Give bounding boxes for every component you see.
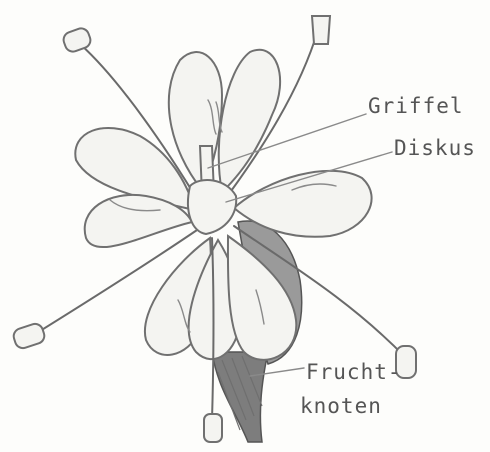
disk bbox=[188, 180, 236, 234]
label-diskus: Diskus bbox=[394, 138, 476, 159]
label-fruchtknoten-line1: Frucht- bbox=[306, 362, 402, 383]
label-griffel: Griffel bbox=[368, 96, 464, 117]
petal-top-right bbox=[219, 50, 280, 192]
label-fruchtknoten-line2: knoten bbox=[300, 396, 382, 417]
